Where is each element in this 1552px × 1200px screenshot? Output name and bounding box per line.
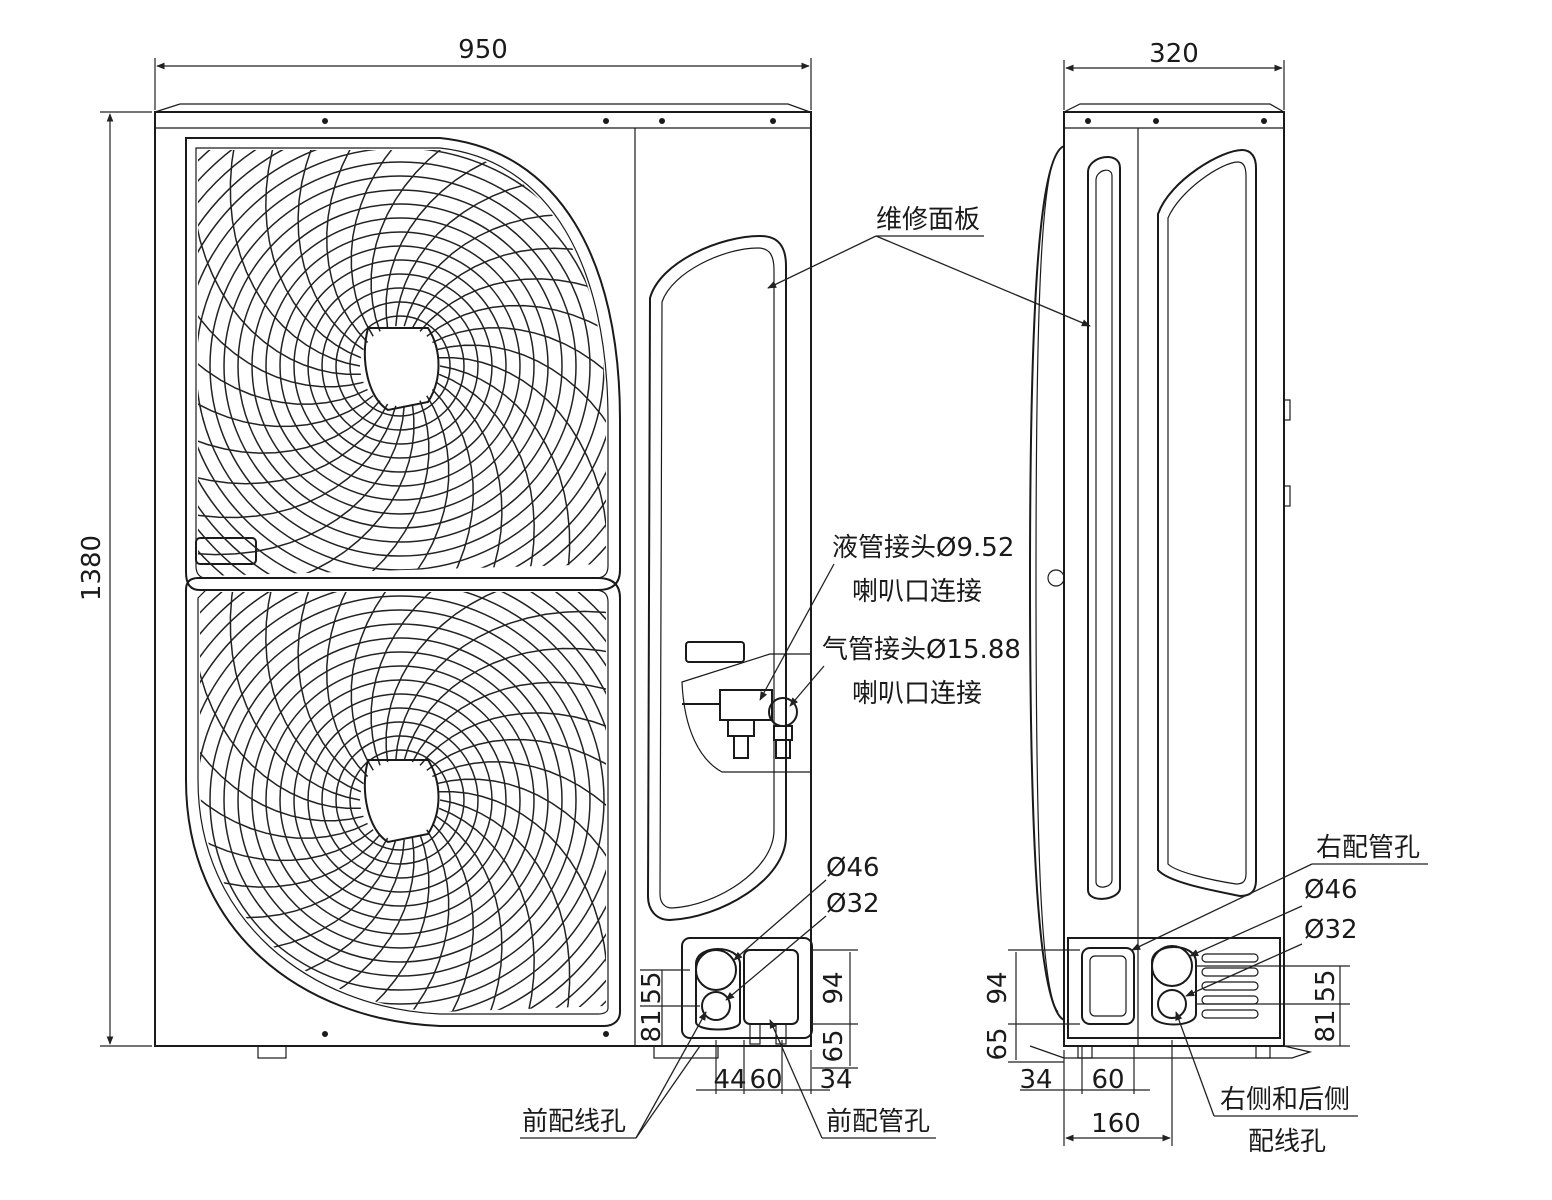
front-v-55: 55 <box>637 971 667 1004</box>
lower-fan-hub <box>364 759 440 844</box>
side-v-81: 81 <box>1311 1009 1341 1042</box>
side-slot-left <box>1087 155 1121 900</box>
side-top-cap <box>1063 103 1285 113</box>
upper-fan-grille <box>185 137 621 591</box>
front-v-81: 81 <box>637 1009 667 1042</box>
side-dia-callouts: Ø46 Ø32 <box>1185 875 1358 997</box>
side-panel <box>1157 148 1257 898</box>
front-h-60: 60 <box>749 1065 782 1095</box>
front-hole-46 <box>695 949 737 991</box>
front-h-44: 44 <box>713 1065 746 1095</box>
service-panel-outline <box>646 234 787 922</box>
front-hole-32 <box>701 991 731 1021</box>
front-hole-dims: 55 81 94 65 44 60 34 <box>637 949 858 1095</box>
service-panel-callout: 维修面板 <box>767 205 1091 327</box>
side-vents <box>1201 953 1259 1019</box>
upper-fan-blades <box>198 150 606 576</box>
front-top-cap <box>154 103 811 113</box>
side-wiring-hole-callout: 右侧和后侧 配线孔 <box>1175 1011 1358 1157</box>
front-piping-hole-callout: 前配管孔 <box>769 1019 936 1139</box>
side-hole-dims: 94 65 55 81 34 60 <box>983 949 1350 1095</box>
dim-320-label: 320 <box>1149 39 1199 69</box>
side-piping-knockout <box>1081 947 1135 1025</box>
dim-950-label: 950 <box>458 35 508 65</box>
side-v-65: 65 <box>983 1027 1013 1060</box>
side-dia-46-label: Ø46 <box>1304 875 1358 905</box>
front-view: 950 1380 55 81 94 65 <box>77 35 1091 1139</box>
front-hole-panel <box>681 937 813 1045</box>
side-h-34: 34 <box>1019 1065 1052 1095</box>
side-v-55: 55 <box>1311 969 1341 1002</box>
gas-flare-label: 喇叭口连接 <box>852 679 982 709</box>
front-wiring-hole-callout: 前配线孔 <box>520 1011 707 1139</box>
side-hole-46 <box>1151 945 1193 987</box>
liquid-flare-label: 喇叭口连接 <box>852 577 982 607</box>
front-piping-hole-label: 前配管孔 <box>826 1107 930 1137</box>
front-v-65: 65 <box>819 1029 849 1062</box>
side-cabinet <box>1063 111 1285 1047</box>
front-h-34: 34 <box>819 1065 852 1095</box>
valve-assembly <box>681 641 812 773</box>
dim-320: 320 <box>1063 39 1285 110</box>
dim-160-label: 160 <box>1091 1109 1141 1139</box>
dim-950: 950 <box>154 35 812 110</box>
dim-1380-label: 1380 <box>77 535 107 601</box>
liquid-pipe-callout: 液管接头Ø9.52 喇叭口连接 <box>759 533 1014 701</box>
upper-fan-hub <box>364 327 440 412</box>
dim-1380: 1380 <box>77 111 152 1047</box>
service-panel-label: 维修面板 <box>876 205 980 235</box>
side-fan-bulge <box>1028 145 1065 1021</box>
front-dia-46-label: Ø46 <box>826 853 880 883</box>
front-piping-knockout <box>743 949 799 1025</box>
side-dia-32-label: Ø32 <box>1304 915 1358 945</box>
side-h-60: 60 <box>1091 1065 1124 1095</box>
front-wiring-hole-label: 前配线孔 <box>522 1107 626 1137</box>
gas-pipe-callout: 气管接头Ø15.88 喇叭口连接 <box>789 635 1021 709</box>
side-wiring-hole-label-1: 右侧和后侧 <box>1220 1085 1350 1115</box>
side-hole-32 <box>1157 989 1187 1019</box>
front-dia-32-label: Ø32 <box>826 889 880 919</box>
front-hole-leaders: Ø46 Ø32 <box>725 853 880 1001</box>
liquid-pipe-label: 液管接头Ø9.52 <box>832 533 1014 563</box>
side-wiring-hole-label-2: 配线孔 <box>1248 1127 1326 1157</box>
front-cabinet <box>154 111 812 1047</box>
side-v-94: 94 <box>983 971 1013 1004</box>
front-screws <box>322 118 776 1037</box>
side-view: 320 160 94 65 55 81 34 60 <box>983 39 1428 1157</box>
gas-pipe-label: 气管接头Ø15.88 <box>822 635 1021 665</box>
front-v-94: 94 <box>819 971 849 1004</box>
dim-160: 160 <box>1063 1040 1173 1146</box>
right-piping-hole-label: 右配管孔 <box>1316 833 1420 863</box>
service-panel-inner <box>659 247 775 909</box>
side-hole-panel <box>1067 937 1281 1039</box>
front-foot-left <box>257 1045 287 1059</box>
right-piping-hole-callout: 右配管孔 <box>1131 833 1428 951</box>
lower-fan-grille <box>185 577 621 1027</box>
lower-fan-blades <box>200 592 606 1012</box>
